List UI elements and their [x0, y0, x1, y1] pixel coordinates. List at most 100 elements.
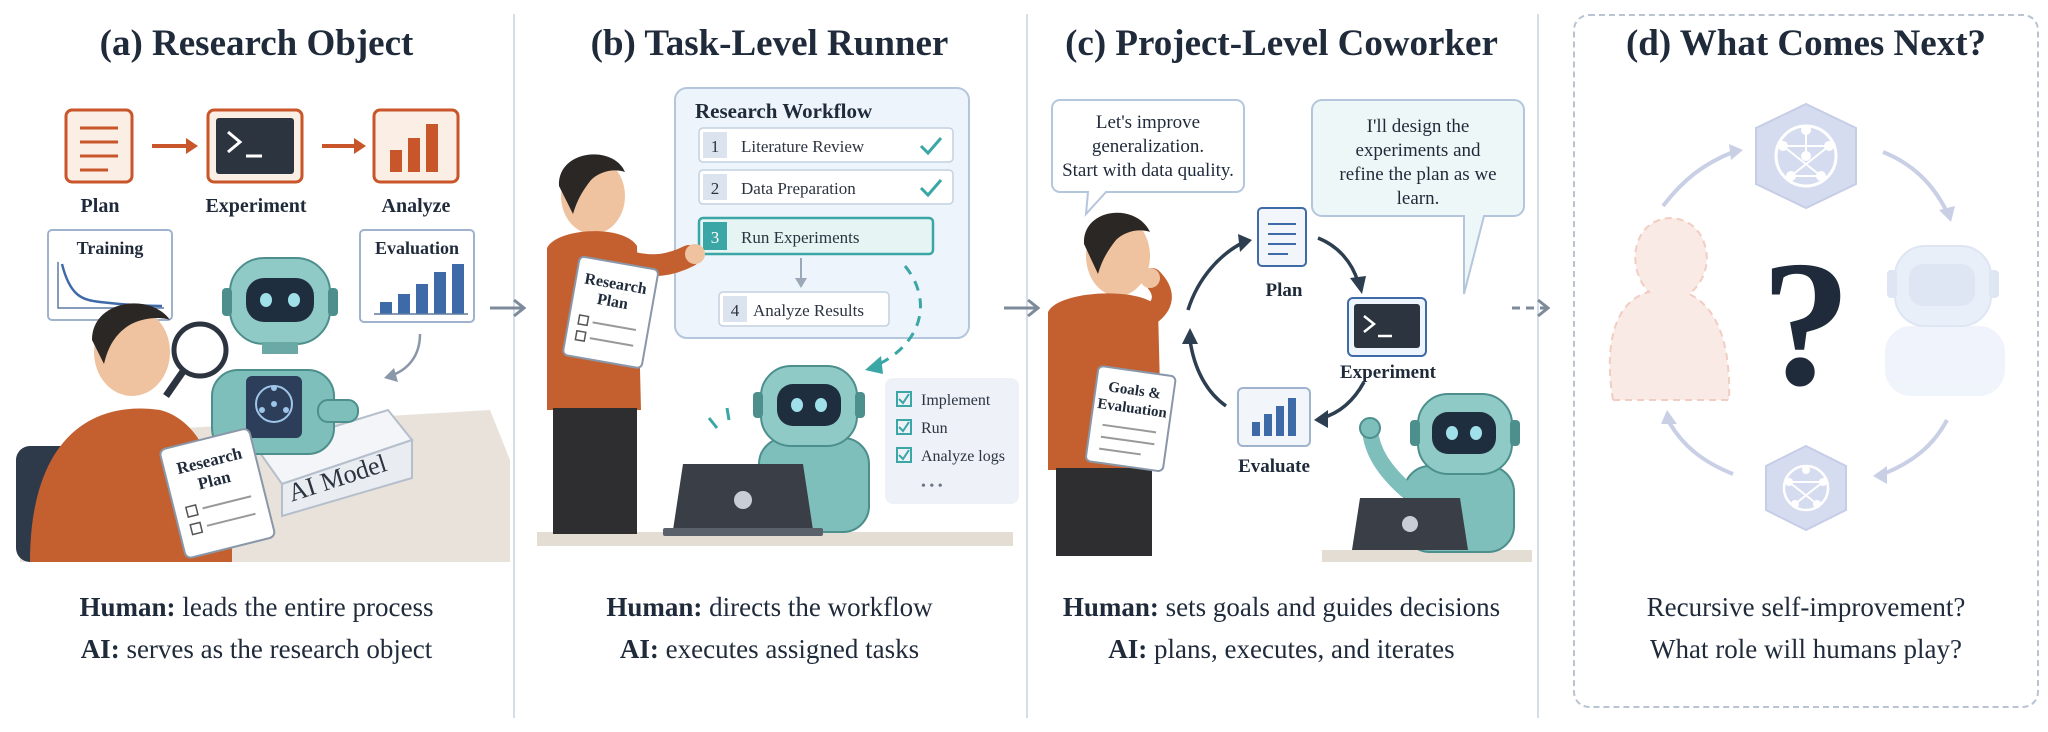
- ai-speech-bubble: I'll design the experiments and refine t…: [1311, 99, 1525, 295]
- terminal-icon: [206, 108, 304, 184]
- panel-a-ai-caption: AI: serves as the research object: [0, 634, 513, 665]
- checklist-item: Implement: [921, 392, 991, 409]
- panel-research-object: (a) Research Object: [0, 0, 513, 732]
- bar-chart-icon: [1237, 387, 1311, 447]
- network-hexagon-icon: [1755, 102, 1857, 210]
- research-plan-document: Research Plan: [159, 428, 276, 559]
- step-number: 2: [711, 179, 720, 198]
- ai-label: AI:: [80, 634, 120, 664]
- checklist-ellipsis: • • •: [921, 479, 943, 494]
- faded-robot-icon: [1885, 245, 2005, 396]
- ai-label: AI:: [619, 634, 659, 664]
- evaluation-card: Evaluation: [359, 229, 475, 323]
- goals-evaluation-document: Goals & Evaluation: [1085, 365, 1177, 472]
- cycle-arrow-icon: [1317, 236, 1360, 283]
- bubble-line: I'll design the: [1367, 116, 1470, 137]
- step-label: Run Experiments: [741, 228, 860, 247]
- panel-b-human-caption: Human: directs the workflow: [513, 592, 1026, 623]
- transition-dashed-arrow-icon: [1512, 298, 1551, 318]
- plan-icon: [64, 108, 134, 184]
- training-card-title: Training: [77, 238, 144, 258]
- panel-b-scene: Research Workflow 1 Literature Review 2 …: [537, 87, 1019, 546]
- arrow-head-icon: [1939, 206, 1955, 222]
- human-text: leads the entire process: [175, 592, 434, 622]
- task-checklist: Implement Run Analyze logs • • •: [885, 378, 1019, 504]
- bubble-line: experiments and: [1355, 140, 1481, 161]
- future-question-2: What role will humans play?: [1650, 634, 1962, 664]
- checkbox-icon: [896, 419, 912, 435]
- panel-c-human-caption: Human: sets goals and guides decisions: [1026, 592, 1537, 623]
- question-mark-icon: ?: [1761, 224, 1851, 423]
- checkmark-icon: [919, 137, 943, 156]
- bubble-line: generalization.: [1092, 136, 1204, 157]
- checkmark-icon: [919, 179, 943, 198]
- human-label: Human:: [606, 592, 703, 622]
- panel-d-title: (d) What Comes Next?: [1625, 23, 1987, 64]
- panel-c-title: (c) Project-Level Coworker: [1065, 23, 1498, 64]
- cycle-arrows-icon: [1661, 150, 1949, 476]
- arrow-head-icon: [865, 356, 883, 374]
- research-plan-document: Research Plan: [562, 255, 659, 369]
- laptop-icon: [1352, 498, 1468, 550]
- human-speech-bubble: Let's improve generalization. Start with…: [1051, 99, 1245, 217]
- desk: [537, 532, 1013, 546]
- doc-line-2: Plan: [596, 291, 630, 313]
- human-label: Human:: [1062, 592, 1159, 622]
- curved-arrow-icon: [389, 333, 422, 378]
- ai-text: executes assigned tasks: [658, 634, 920, 664]
- panel-project-level-coworker: (c) Project-Level Coworker Let's improve…: [1026, 0, 1537, 732]
- human-label: Human:: [79, 592, 176, 622]
- divider-2: [1026, 14, 1028, 718]
- research-workflow-card: Research Workflow 1 Literature Review 2 …: [674, 87, 970, 339]
- dashed-arrow-icon: [874, 265, 922, 368]
- panel-a-scene: Plan Experiment Analyze Training Evaluat…: [16, 108, 510, 562]
- step-number: 1: [711, 137, 720, 156]
- bubble-line: refine the plan as we: [1339, 164, 1496, 185]
- checkbox-icon: [896, 391, 912, 407]
- panel-c-ai-caption: AI: plans, executes, and iterates: [1026, 634, 1537, 665]
- network-hexagon-icon: [1765, 444, 1847, 532]
- terminal-icon: [1347, 297, 1427, 357]
- human-text: sets goals and guides decisions: [1158, 592, 1501, 622]
- panel-task-level-runner: (b) Task-Level Runner Research Workflow …: [513, 0, 1026, 732]
- cycle-arrow-icon: [1186, 240, 1245, 311]
- arrow-head-icon: [1729, 144, 1743, 160]
- cycle-experiment-label: Experiment: [1340, 362, 1437, 383]
- workflow-step-2: 2 Data Preparation: [698, 169, 954, 205]
- arrow-head-icon: [1661, 410, 1677, 424]
- future-question-1: Recursive self-improvement?: [1646, 592, 1966, 622]
- human-text: directs the workflow: [702, 592, 933, 622]
- arrow-head-icon: [1873, 466, 1887, 484]
- panel-b-title: (b) Task-Level Runner: [590, 23, 949, 64]
- arrow-right-icon: [152, 138, 198, 154]
- workflow-step-4: 4 Analyze Results: [718, 291, 890, 327]
- workflow-step-1: 1 Literature Review: [698, 127, 954, 163]
- transition-arrow-icon: [1004, 298, 1041, 318]
- future-panel-frame: [1573, 14, 2039, 708]
- bar-chart-icon: [372, 108, 460, 184]
- ai-label: AI:: [1108, 634, 1148, 664]
- workflow-title: Research Workflow: [695, 99, 873, 123]
- checklist-item: Run: [921, 420, 948, 437]
- doc-line-1: Goals &: [1107, 379, 1162, 402]
- panel-d-scene: ?: [1608, 102, 2005, 532]
- step-experiment-label: Experiment: [205, 195, 306, 217]
- panel-what-comes-next: (d) What Comes Next?: [1573, 0, 2039, 732]
- bubble-line: Start with data quality.: [1062, 160, 1234, 181]
- plan-icon: [1257, 207, 1307, 267]
- bubble-line: learn.: [1397, 188, 1440, 209]
- step-label: Data Preparation: [741, 179, 856, 198]
- step-plan-label: Plan: [81, 195, 120, 217]
- step-label: Analyze Results: [753, 301, 864, 320]
- checklist-item: Analyze logs: [921, 448, 1005, 465]
- panel-a-title: (a) Research Object: [99, 23, 414, 64]
- bubble-line: Let's improve: [1096, 112, 1200, 133]
- panel-a-human-caption: Human: leads the entire process: [0, 592, 513, 623]
- divider-3: [1537, 14, 1539, 718]
- step-analyze-label: Analyze: [382, 195, 451, 217]
- cycle-arrow-icon: [1188, 339, 1228, 408]
- arrow-head-icon: [1350, 276, 1366, 294]
- laptop-icon: [663, 464, 823, 536]
- cycle-evaluate-label: Evaluate: [1238, 456, 1310, 477]
- panel-c-scene: Let's improve generalization. Start with…: [1048, 99, 1532, 562]
